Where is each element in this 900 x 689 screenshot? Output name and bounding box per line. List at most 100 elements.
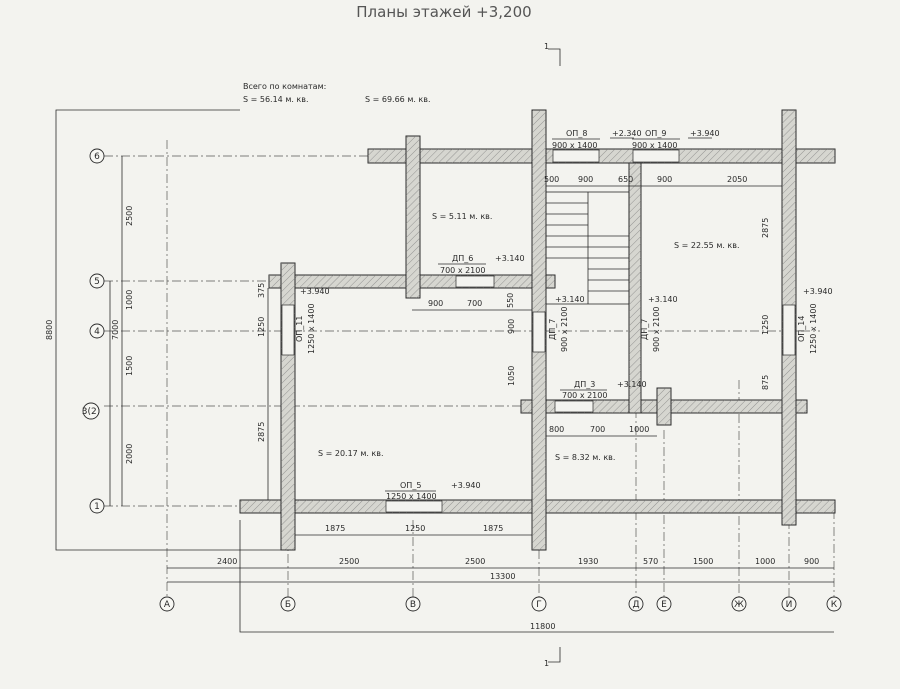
col-axis-zh: Ж (731, 596, 747, 612)
opening-label-op6: ДП_6 700 х 2100 (438, 254, 486, 275)
dim-900-vertical: 900 (507, 319, 516, 334)
row-axis-1: 1 (89, 498, 105, 514)
svg-text:ОП_14: ОП_14 (797, 316, 806, 343)
svg-text:1: 1 (94, 502, 100, 512)
summary-area-1: S = 56.14 м. кв. (243, 95, 309, 104)
summary-area-2: S = 69.66 м. кв. (365, 95, 431, 104)
col-axis-b: Б (280, 596, 296, 612)
col-axis-i: И (781, 596, 797, 612)
opening-label-op7b: ДП_7 900 х 2100 (640, 307, 661, 352)
svg-text:900 х 2100: 900 х 2100 (560, 307, 569, 352)
svg-text:900 х 1400: 900 х 1400 (552, 141, 597, 150)
svg-text:700: 700 (467, 299, 482, 308)
dim-chain-low: 800 700 1000 (546, 425, 657, 437)
svg-text:+3.940: +3.940 (803, 287, 833, 296)
room-area-4: S = 8.32 м. кв. (555, 453, 615, 462)
col-axis-k: К (826, 596, 842, 612)
dim-chain-outer-left: 2500 1000 1500 2000 (121, 156, 134, 506)
svg-text:500: 500 (544, 175, 559, 184)
svg-text:А: А (164, 600, 171, 610)
svg-text:Г: Г (536, 600, 542, 610)
staircase (545, 191, 630, 305)
dim-1050-vertical: 1050 (507, 366, 516, 386)
svg-text:1: 1 (544, 659, 549, 668)
svg-text:1000: 1000 (629, 425, 649, 434)
row-axis-6: 6 (89, 148, 105, 164)
svg-text:ДП_3: ДП_3 (574, 380, 595, 389)
opening-gaps (281, 149, 796, 513)
col-axis-a: А (159, 596, 175, 612)
svg-text:2400: 2400 (217, 557, 237, 566)
svg-text:1: 1 (544, 42, 549, 51)
dim-13300: 13300 (490, 572, 515, 581)
row-axis-lines (104, 155, 820, 507)
svg-text:5: 5 (94, 277, 100, 287)
svg-text:900: 900 (804, 557, 819, 566)
svg-text:700 х 2100: 700 х 2100 (562, 391, 607, 400)
dim-chain-axes: 2400 2500 2500 1930 570 1500 1000 900 (167, 557, 834, 569)
svg-text:1000: 1000 (125, 290, 134, 310)
dim-chain-mid: 900 700 550 (412, 293, 532, 311)
svg-text:550: 550 (506, 293, 515, 308)
svg-text:2500: 2500 (339, 557, 359, 566)
level-marks: +2.340 +3.940 +3.140 +3.140 +3.140 +3.14… (300, 129, 833, 490)
sheet-title: Планы этажей +3,200 (356, 3, 531, 21)
opening-label-op3: ДП_3 700 х 2100 (560, 380, 607, 400)
svg-text:1250 х 1400: 1250 х 1400 (386, 492, 437, 501)
svg-text:1250: 1250 (257, 317, 266, 337)
svg-text:1500: 1500 (693, 557, 713, 566)
svg-text:1000: 1000 (755, 557, 775, 566)
svg-text:ОП_8: ОП_8 (566, 129, 587, 138)
svg-text:650: 650 (618, 175, 633, 184)
svg-text:700: 700 (590, 425, 605, 434)
svg-text:Е: Е (661, 600, 667, 610)
col-axis-v: В (405, 596, 421, 612)
svg-text:ДП_7: ДП_7 (640, 319, 649, 340)
col-axis-d: Д (628, 596, 644, 612)
svg-text:1875: 1875 (483, 524, 503, 533)
svg-text:ОП_11: ОП_11 (295, 316, 304, 343)
svg-text:4: 4 (94, 327, 100, 337)
svg-text:800: 800 (549, 425, 564, 434)
section-mark-top: 1 (544, 42, 561, 66)
opening-label-op14: ОП_14 1250 х 1400 (797, 303, 818, 354)
svg-text:1250 х 1400: 1250 х 1400 (307, 303, 316, 354)
svg-text:В: В (410, 600, 416, 610)
svg-text:1250: 1250 (405, 524, 425, 533)
svg-text:1930: 1930 (578, 557, 598, 566)
opening-label-op9: ОП_9 900 х 1400 (632, 129, 680, 150)
svg-text:2000: 2000 (125, 444, 134, 464)
svg-text:1500: 1500 (125, 356, 134, 376)
opening-label-op5: ОП_5 1250 х 1400 (385, 481, 437, 501)
dim-11800: 11800 (530, 622, 555, 631)
dim-chain-top: 500 900 650 900 2050 (544, 175, 782, 187)
room-area-3: S = 20.17 м. кв. (318, 449, 384, 458)
svg-text:Д: Д (632, 600, 639, 610)
svg-text:+2.340: +2.340 (612, 129, 642, 138)
dim-8800-line (55, 109, 288, 551)
svg-text:375: 375 (257, 283, 266, 298)
row-axis-5: 5 (89, 273, 105, 289)
svg-text:2875: 2875 (257, 422, 266, 442)
dim-1250-right: 1250 (761, 315, 770, 335)
opening-label-op8: ОП_8 900 х 1400 (552, 129, 600, 150)
svg-text:ОП_9: ОП_9 (645, 129, 666, 138)
svg-text:3(2): 3(2) (82, 407, 100, 417)
svg-text:+3.940: +3.940 (690, 129, 720, 138)
svg-text:+3.140: +3.140 (555, 295, 585, 304)
dim-2875-right: 2875 (761, 218, 770, 238)
svg-text:+3.140: +3.140 (617, 380, 647, 389)
dim-chain-left-inner: 375 1250 2875 (257, 283, 269, 500)
svg-text:900: 900 (428, 299, 443, 308)
svg-text:900 х 2100: 900 х 2100 (652, 307, 661, 352)
dim-7000: 7000 (111, 320, 120, 340)
svg-text:Б: Б (285, 600, 291, 610)
opening-label-op7a: ДП_7 900 х 2100 (548, 307, 569, 352)
col-axis-e: Е (656, 596, 672, 612)
svg-text:ОП_5: ОП_5 (400, 481, 421, 490)
svg-text:+3.140: +3.140 (495, 254, 525, 263)
svg-text:ДП_6: ДП_6 (452, 254, 473, 263)
room-area-2: S = 22.55 м. кв. (674, 241, 740, 250)
